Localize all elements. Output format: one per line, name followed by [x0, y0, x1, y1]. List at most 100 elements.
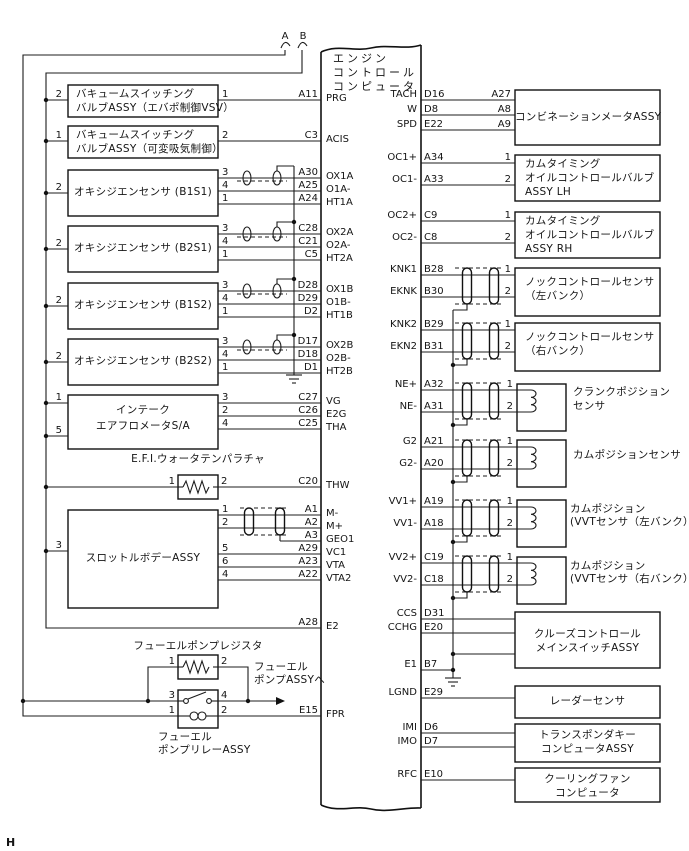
component-label-cam-timing-ocv-lh: ASSY LH [525, 186, 572, 198]
ecu-right-pin-name: EKN2 [390, 341, 417, 352]
ecu-right-pin-code: C9 [424, 210, 438, 221]
component-box-intake-air-flow-meter [67, 394, 219, 450]
component-box-vsv-evap [67, 84, 219, 118]
component-label-cam-timing-ocv-rh: カムタイミング [525, 215, 601, 227]
ecu-right-pin-name: LGND [388, 687, 417, 698]
component-box-throttle-body [67, 509, 219, 609]
component-pin: 3 [222, 392, 229, 403]
ecu-left-pin-name: THA [326, 422, 347, 433]
component-left-pin: 2 [55, 238, 62, 249]
component-pin: 1 [222, 89, 229, 100]
component-label-vsv-evap: バルブASSY（エバポ制御VSV） [76, 102, 235, 114]
component-box-cam-position-vvt-left [516, 499, 567, 548]
ecu-title: コントロール [333, 66, 417, 79]
component-pin: 3 [222, 167, 229, 178]
component-label-cam-position-vvt-left: (VVTセンサ（左バンク）) [570, 516, 689, 528]
component-pin: 2 [221, 476, 228, 487]
ecu-right-pin-name: E1 [404, 659, 417, 670]
ecu-right-pin-name: KNK1 [390, 264, 417, 275]
ecu-right-pin-name: VV2+ [388, 552, 417, 563]
component-left-pin: 2 [55, 89, 62, 100]
component-pin: 1 [222, 249, 229, 260]
ecu-left-pin-code: D29 [297, 293, 318, 304]
component-pin: 4 [222, 236, 229, 247]
ecu-right-pin-name: TACH [390, 89, 418, 100]
component-pin: 1 [506, 496, 513, 507]
component-box-transponder-key-computer [514, 723, 661, 763]
component-pin: 4 [222, 180, 229, 191]
component-pin: 5 [222, 543, 229, 554]
relay-coil-pin: 2 [221, 705, 228, 716]
component-label-knock-sensor-right: ノックコントロールセンサ [525, 331, 655, 343]
ecu-right-pin-name: OC1- [392, 174, 417, 185]
component-label-o2-b1s2: オキシジエンセンサ (B1S2) [73, 299, 213, 311]
component-label-cooling-fan-computer: クーリングファン [544, 773, 631, 785]
ecu-left-pin-name: HT2A [326, 253, 353, 264]
ecu-title: エンジン [333, 52, 389, 65]
ecu-left-pin-name: VC1 [326, 547, 347, 558]
component-box-fuel-pump-resistor [177, 654, 219, 680]
relay-switch-pin: 3 [168, 690, 175, 701]
ecu-right-pin-name: KNK2 [390, 319, 417, 330]
ecu-left-pin-name: O2B- [326, 353, 351, 364]
ecu-left-pin-code: A2 [304, 517, 318, 528]
ecu-left-pin-name: FPR [326, 709, 345, 720]
connector-a-label: A [281, 31, 289, 42]
ecu-left-pin-code: A11 [298, 89, 318, 100]
ecu-left-pin-code: E15 [298, 705, 318, 716]
ecu-left-pin-name: VTA2 [326, 573, 352, 584]
ecu-right-pin-code: B29 [424, 319, 444, 330]
ecu-right-pin-code: B7 [424, 659, 438, 670]
ecu-left-pin-code: D1 [303, 362, 318, 373]
ecu-right-pin-name: OC2+ [387, 210, 417, 221]
ecu-left-pin-code: C20 [298, 476, 318, 487]
component-label-fuel-pump-relay: フューエル [158, 731, 212, 743]
ecu-right-pin-code: A33 [424, 174, 444, 185]
component-box-cam-position-sensor [516, 439, 567, 488]
ecu-left-pin-code: D17 [297, 336, 318, 347]
component-pin: 2 [504, 232, 511, 243]
component-pin: 2 [222, 517, 229, 528]
ecu-left-pin-name: OX1B [326, 284, 354, 295]
component-label-combination-meter: コンビネーションメータASSY [515, 111, 662, 123]
shield-ellipse-icon [242, 226, 252, 242]
component-left-pin: 2 [55, 182, 62, 193]
ecu-left-pin-name: E2G [326, 409, 347, 420]
ecu-right-pin-name: OC2- [392, 232, 417, 243]
ecu-right-pin-code: D6 [424, 722, 439, 733]
component-label-vsv-evap: バキュームスイッチング [76, 88, 195, 100]
ecu-right-pin-code: C19 [424, 552, 444, 563]
ecu-right-pin-name: VV1- [393, 518, 417, 529]
component-label-o2-b2s1: オキシジエンセンサ (B2S1) [73, 242, 213, 254]
ecu-right-pin-code: B30 [424, 286, 444, 297]
ecu-right-pin-code: D31 [424, 608, 445, 619]
ecu-right-pin-code: E29 [424, 687, 444, 698]
component-pin: 2 [221, 656, 228, 667]
ecu-right-pin-code: D16 [424, 89, 445, 100]
component-label-cam-timing-ocv-lh: オイルコントロールバルブ [525, 172, 655, 184]
ecu-left-pin-name: PRG [326, 93, 347, 104]
component-label-o2-b1s1: オキシジエンセンサ (B1S1) [73, 186, 213, 198]
component-pin: 3 [222, 336, 229, 347]
component-pin: 1 [504, 210, 511, 221]
component-label-o2-b2s2: オキシジエンセンサ (B2S2) [73, 355, 213, 367]
component-box-crank-position-sensor [516, 383, 567, 432]
component-box-cruise-control-main-switch [514, 611, 661, 669]
ecu-left-pin-code: A1 [304, 504, 318, 515]
component-label-cam-timing-ocv-lh: カムタイミング [525, 158, 601, 170]
component-box-cam-timing-ocv-rh [514, 211, 661, 259]
component-box-radar-sensor [514, 685, 661, 719]
component-label-cam-position-sensor: カムポジションセンサ [573, 449, 681, 461]
component-pin: 1 [168, 656, 175, 667]
component-label-knock-sensor-left: （左バンク） [525, 290, 591, 302]
component-label-crank-position-sensor: センサ [573, 400, 606, 412]
ground-icon [445, 677, 461, 687]
arrow-to-fuel-pump-icon [276, 697, 285, 705]
component-label-cam-position-vvt-right: (VVTセンサ（右バンク）) [570, 573, 689, 585]
ecu-left-pin-name: VG [326, 396, 341, 407]
component-label-intake-air-flow-meter: インテーク [116, 404, 170, 416]
ecu-right-pin-name: EKNK [390, 286, 417, 297]
ecu-left-pin-name: O1B- [326, 297, 351, 308]
